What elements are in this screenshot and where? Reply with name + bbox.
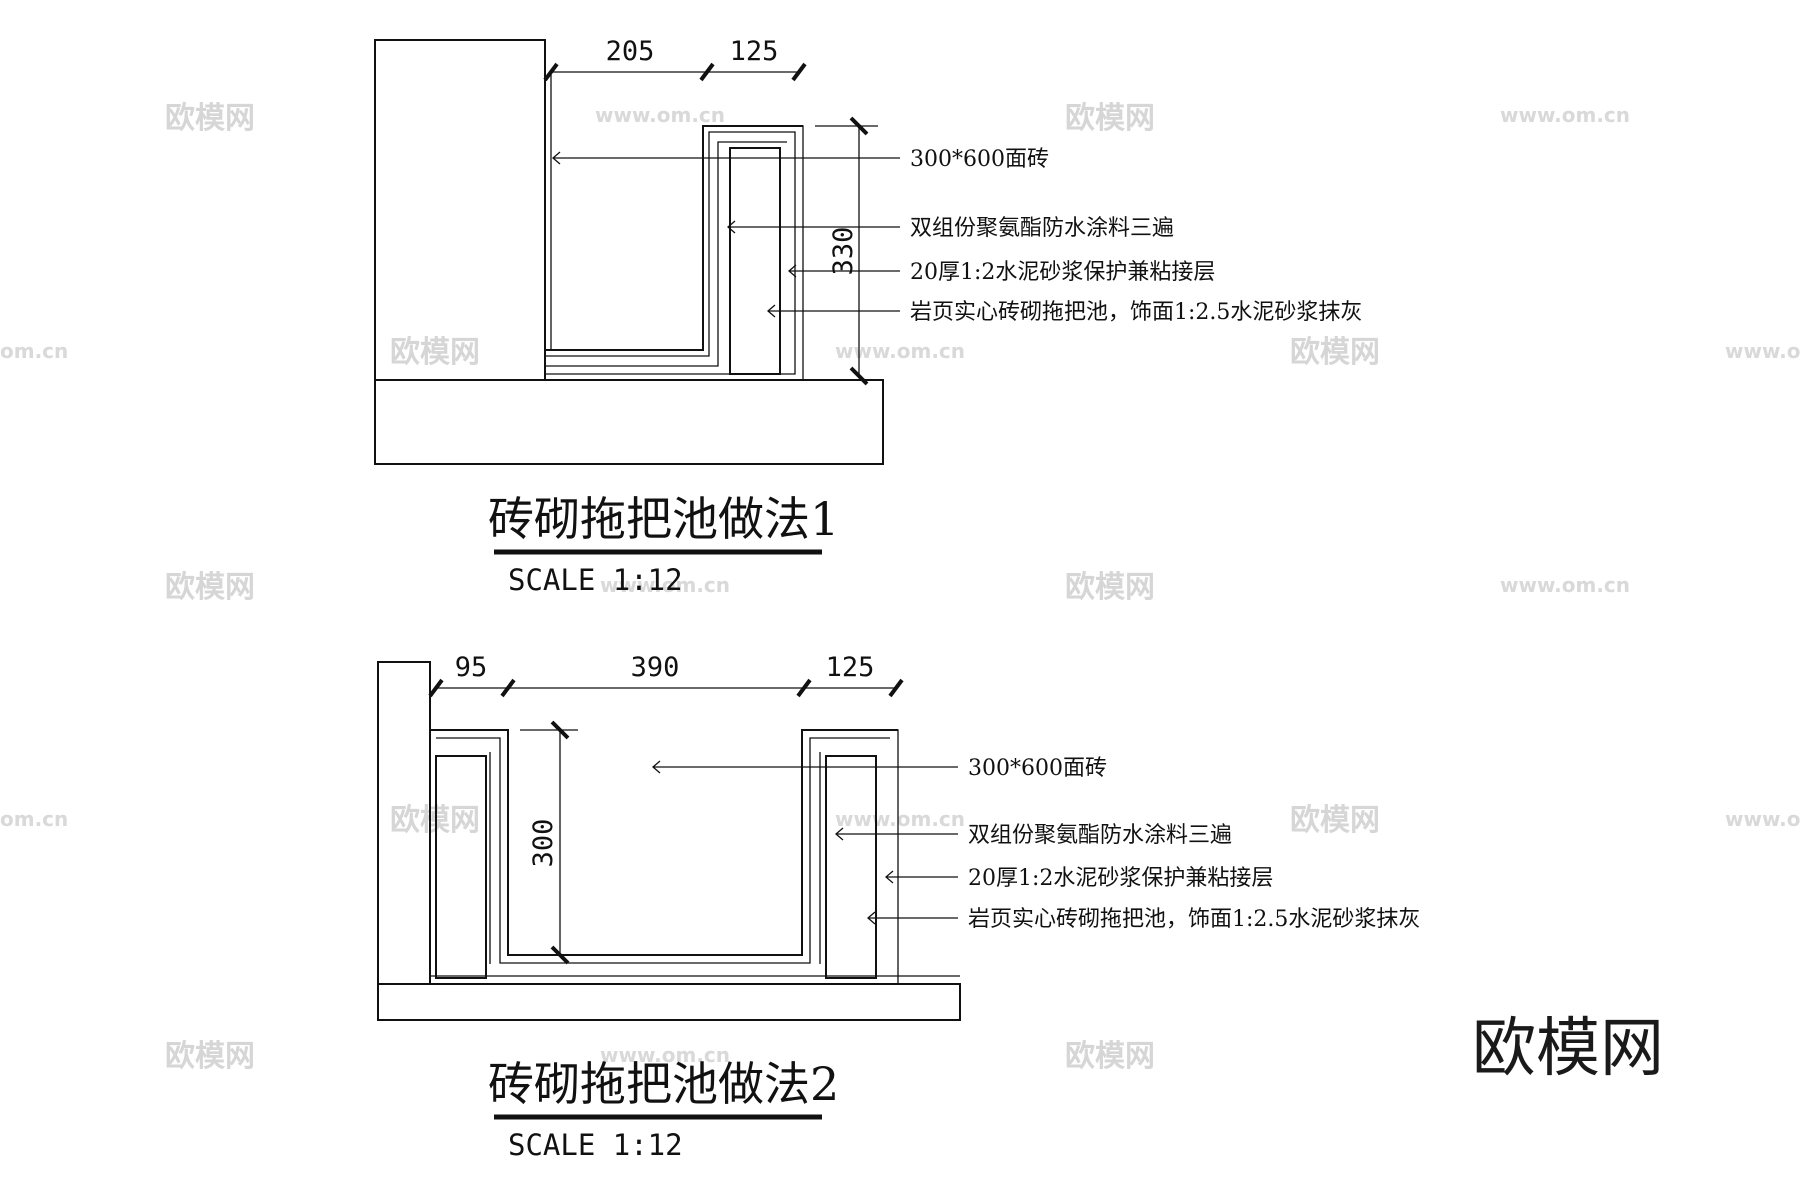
leaders: [552, 151, 900, 318]
dimension-tick: [849, 366, 869, 386]
material-labels: 300*600面砖 双组份聚氨酯防水涂料三遍 20厚1:2水泥砂浆保护兼粘接层 …: [910, 147, 1362, 325]
dimension-95: 95: [455, 652, 488, 683]
dimension-tick: [791, 62, 807, 82]
watermark-brand: 欧模网: [165, 1039, 255, 1074]
dimension-tick: [550, 945, 570, 965]
watermark-brand: 欧模网: [1065, 1039, 1155, 1074]
watermark-brand: 欧模网: [1290, 803, 1380, 838]
dimension-300: 300: [528, 819, 559, 868]
dimension-height: 300: [520, 720, 578, 965]
watermark-brand: 欧模网: [1290, 335, 1380, 370]
label-mortar: 20厚1:2水泥砂浆保护兼粘接层: [968, 866, 1273, 891]
watermark-url: www.om.cn: [835, 339, 965, 363]
dimension-tick: [500, 678, 516, 698]
watermark-url: www.om.cn: [1725, 807, 1800, 831]
watermark-url: www.om.cn: [1500, 103, 1630, 127]
brick-wall-left: [435, 755, 487, 979]
label-waterproofing: 双组份聚氨酯防水涂料三遍: [910, 216, 1174, 241]
watermark-url: www.om.cn: [1725, 339, 1800, 363]
dimension-125: 125: [730, 36, 779, 67]
brick-wall-right: [825, 755, 877, 979]
watermark-url: www.om.cn: [835, 807, 965, 831]
brand-logo: 欧模网: [1472, 1012, 1664, 1086]
dimension-tick: [543, 62, 559, 82]
leader-arrow: [652, 760, 661, 774]
watermark-brand: 欧模网: [390, 335, 480, 370]
dimension-330: 330: [828, 227, 859, 276]
leader-arrow: [885, 870, 894, 884]
watermark-brand: 欧模网: [1065, 570, 1155, 605]
label-mortar: 20厚1:2水泥砂浆保护兼粘接层: [910, 260, 1215, 285]
dimension-tick: [888, 678, 904, 698]
dimension-tick: [428, 678, 444, 698]
dimension-tick: [550, 720, 570, 740]
basin-layers: [544, 125, 804, 381]
watermark-url: om.cn: [0, 807, 68, 831]
dimension-125: 125: [826, 652, 875, 683]
material-labels: 300*600面砖 双组份聚氨酯防水涂料三遍 20厚1:2水泥砂浆保护兼粘接层 …: [968, 756, 1420, 932]
dimension-tick: [796, 678, 812, 698]
detail-2: 95 390 125 300 300*600面砖 双组份聚氨酯防水涂料三遍: [377, 652, 1420, 1162]
detail-1: 205 125 330 300*600面砖 双组份聚氨酯防水涂料三遍 20厚1:…: [374, 36, 1362, 597]
detail-title: 砖砌拖把池做法1: [488, 492, 839, 546]
dimension-height: 330: [815, 116, 878, 386]
leader-arrow: [788, 264, 797, 278]
label-brick: 岩页实心砖砌拖把池，饰面1:2.5水泥砂浆抹灰: [910, 300, 1362, 325]
waterproof-coating: [436, 737, 890, 964]
dimension-205: 205: [606, 36, 655, 67]
label-tile: 300*600面砖: [968, 756, 1107, 781]
leaders: [652, 760, 958, 925]
label-brick: 岩页实心砖砌拖把池，饰面1:2.5水泥砂浆抹灰: [968, 907, 1420, 932]
tile-face: [545, 125, 803, 351]
watermark-url: om.cn: [0, 339, 68, 363]
detail-title: 砖砌拖把池做法2: [488, 1057, 839, 1111]
dimension-top: 205 125: [543, 36, 807, 350]
mortar-line: [544, 131, 796, 375]
leader-arrow: [727, 220, 736, 234]
watermark-brand: 欧模网: [1065, 101, 1155, 136]
watermark-brand: 欧模网: [165, 570, 255, 605]
dimension-top: 95 390 125: [428, 652, 904, 698]
waterproof-coating: [545, 141, 787, 367]
leader-arrow: [867, 911, 876, 925]
dimension-tick: [699, 62, 715, 82]
brick-wall: [729, 147, 781, 375]
label-tile: 300*600面砖: [910, 147, 1049, 172]
dimension-tick: [849, 116, 869, 136]
scale-label: SCALE 1:12: [508, 1128, 683, 1162]
floor-slab: [377, 983, 961, 1021]
watermark-brand: 欧模网: [165, 101, 255, 136]
watermarks: 欧模网 www.om.cn 欧模网 www.om.cn om.cn 欧模网 ww…: [0, 101, 1800, 1074]
tile-face: [430, 729, 898, 956]
label-waterproofing: 双组份聚氨酯防水涂料三遍: [968, 823, 1232, 848]
leader-arrow: [767, 304, 776, 318]
watermark-url: www.om.cn: [1500, 573, 1630, 597]
concrete-wall: [374, 39, 546, 381]
basin-layers: [429, 729, 899, 985]
dimension-390: 390: [631, 652, 680, 683]
leader-arrow: [552, 151, 561, 165]
mortar-plaster-layer: [544, 125, 804, 381]
leader-arrow: [835, 827, 844, 841]
scale-label: SCALE 1:12: [508, 563, 683, 597]
watermark-url: www.om.cn: [600, 573, 730, 597]
watermark-url: www.om.cn: [595, 103, 725, 127]
floor-slab: [374, 379, 884, 465]
watermark-url: www.om.cn: [600, 1043, 730, 1067]
